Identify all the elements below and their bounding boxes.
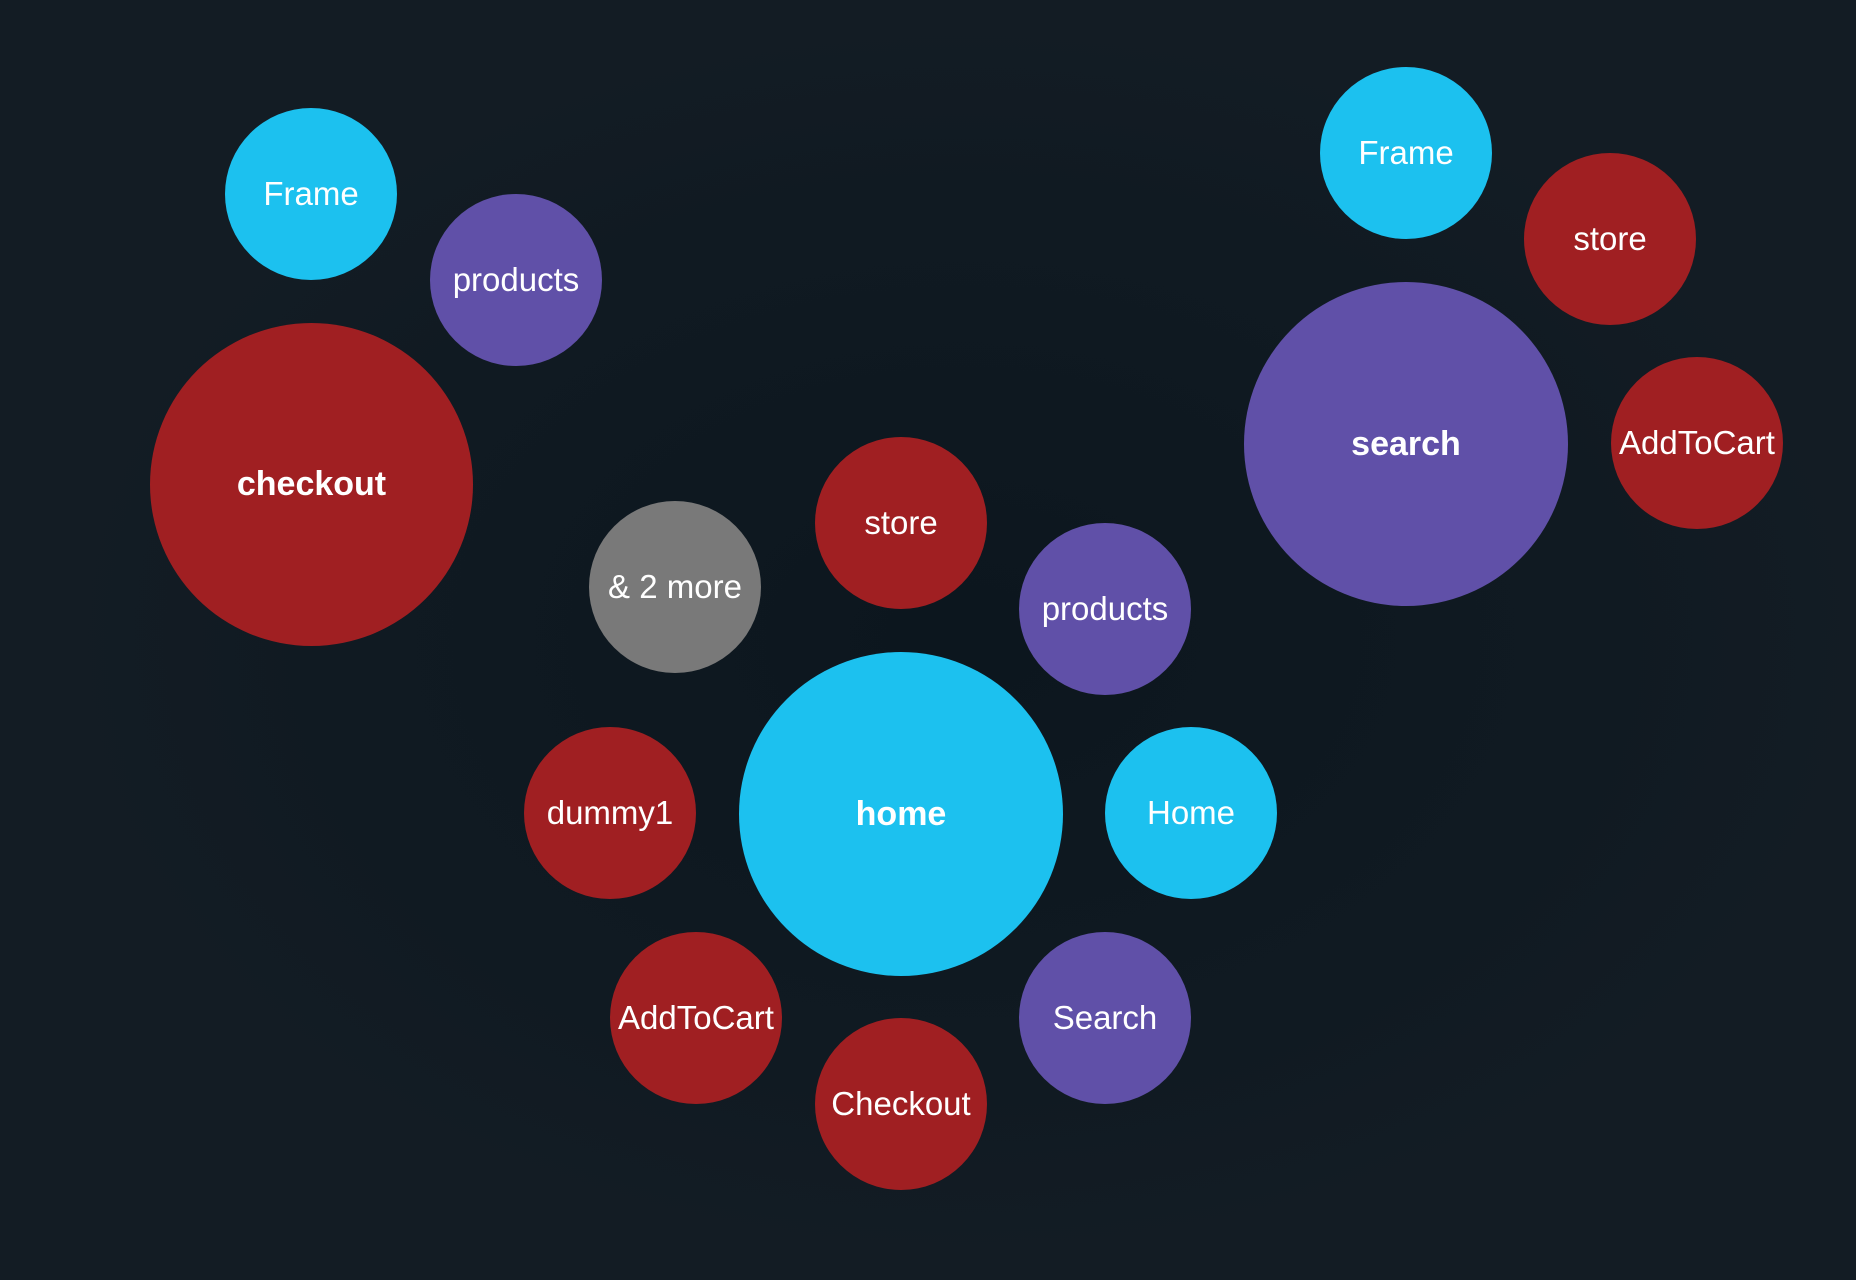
home-cluster-products-node[interactable]: products (1019, 523, 1191, 695)
checkout-cluster-products-node[interactable]: products (430, 194, 602, 366)
home-cluster-store-node[interactable]: store (815, 437, 987, 609)
home-cluster-checkout-node[interactable]: Checkout (815, 1018, 987, 1190)
home-cluster-addtocart-node[interactable]: AddToCart (610, 932, 782, 1104)
home-cluster-search-node[interactable]: Search (1019, 932, 1191, 1104)
search-cluster-frame-node[interactable]: Frame (1320, 67, 1492, 239)
checkout-cluster-center-node[interactable]: checkout (150, 323, 473, 646)
home-cluster-home-node[interactable]: Home (1105, 727, 1277, 899)
search-cluster-addtocart-node[interactable]: AddToCart (1611, 357, 1783, 529)
home-cluster-center-node[interactable]: home (739, 652, 1063, 976)
search-cluster-center-node[interactable]: search (1244, 282, 1568, 606)
home-cluster-more-node[interactable]: & 2 more (589, 501, 761, 673)
checkout-cluster-frame-node[interactable]: Frame (225, 108, 397, 280)
search-cluster-store-node[interactable]: store (1524, 153, 1696, 325)
home-cluster-dummy1-node[interactable]: dummy1 (524, 727, 696, 899)
